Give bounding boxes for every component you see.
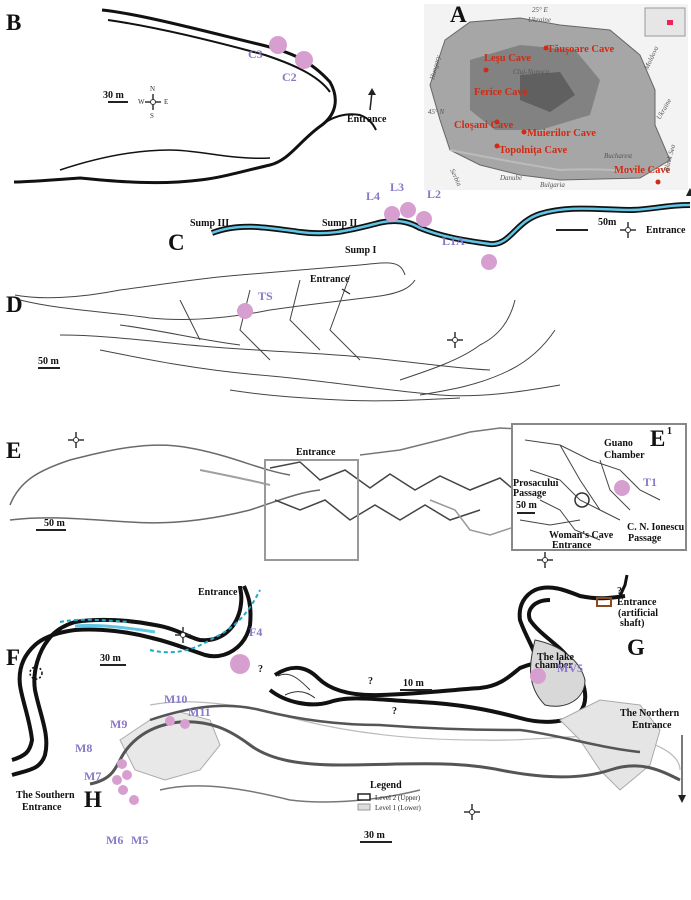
- e1-chamber: Chamber: [604, 450, 645, 461]
- panel-a-letter: A: [450, 2, 467, 27]
- e1-guano: Guano: [604, 438, 633, 449]
- cave-muierilor: Muierilor Cave: [527, 128, 596, 139]
- compass-s: S: [150, 112, 154, 120]
- site-m7: M7: [84, 769, 101, 783]
- scale-c: 50m: [598, 217, 617, 228]
- panel-d: D TS 50 m Entrance: [6, 262, 561, 402]
- compass-e: E: [164, 98, 168, 106]
- entrance-e: Entrance: [296, 447, 336, 458]
- panel-a: A Ferice Cave Leşu Cave Tăuşoare Cave Cl…: [424, 2, 688, 190]
- entrance-c: Entrance: [646, 225, 686, 236]
- panel-d-letter: D: [6, 292, 23, 317]
- legend-h: Legend Level 2 (Upper) Level 1 (Lower): [357, 780, 422, 812]
- north-entrance-2: Entrance: [632, 720, 672, 731]
- panel-c-letter: C: [168, 230, 185, 255]
- panel-f: F F4 30 m Entrance: [6, 585, 262, 777]
- legend-title: Legend: [370, 780, 402, 791]
- panel-h: H M8 M9 M10 M11 M7 M6 M5 The Southern En…: [16, 692, 686, 847]
- south-entrance-2: Entrance: [22, 802, 62, 813]
- scale-b: 30 m: [103, 90, 125, 101]
- site-l1a: L1A: [442, 234, 465, 248]
- sump-ii: Sump II: [322, 218, 357, 229]
- site-c3: C3: [248, 47, 263, 61]
- site-f4: F4: [249, 625, 262, 639]
- place-danube: Danube: [499, 174, 522, 182]
- site-c2: C2: [282, 70, 297, 84]
- site-m11: M11: [188, 705, 211, 719]
- e1-ionescu: C. N. Ionescu: [627, 522, 685, 533]
- e1-womans-cave: Woman's Cave: [549, 530, 614, 541]
- scale-e1: 50 m: [516, 500, 538, 511]
- panel-e1-letter: E: [650, 426, 665, 451]
- scale-d: 50 m: [38, 356, 60, 367]
- site-m10: M10: [164, 692, 187, 706]
- question-g-4: ?: [617, 586, 622, 597]
- site-l4: L4: [366, 189, 380, 203]
- scale-f: 30 m: [100, 653, 122, 664]
- coord-25e: 25° E: [532, 6, 549, 14]
- entrance-g-note: (artificial: [618, 608, 658, 619]
- panel-e-letter: E: [6, 438, 21, 463]
- site-mv5: MV5: [557, 661, 583, 675]
- question-g-1: ?: [258, 664, 263, 675]
- e1-entrance: Entrance: [552, 540, 592, 551]
- entrance-g: Entrance: [617, 597, 657, 608]
- site-l3: L3: [390, 180, 404, 194]
- site-m6: M6: [106, 833, 123, 847]
- compass-w: W: [138, 98, 145, 106]
- panel-b: B C3 C2 30 m Entrance: [6, 8, 387, 185]
- e1-prosacului: Prosacului: [513, 478, 559, 489]
- site-t1: T1: [643, 475, 657, 489]
- question-g-3: ?: [392, 706, 397, 717]
- cave-ferice: Ferice Cave: [474, 87, 528, 98]
- site-m8: M8: [75, 741, 92, 755]
- legend-level-1: Level 1 (Lower): [375, 804, 422, 812]
- site-m9: M9: [110, 717, 127, 731]
- cave-tausoare: Tăuşoare Cave: [547, 44, 615, 55]
- sump-iii: Sump III: [190, 218, 229, 229]
- panel-e1-inset: E 1 T1 Guano Chamber Prosacului Passage …: [511, 423, 687, 551]
- entrance-f: Entrance: [198, 587, 238, 598]
- panel-g: G Entrance (artificial shaft) The lake c…: [258, 551, 658, 724]
- place-bucharest: Bucharest: [604, 152, 633, 160]
- scale-e: 50 m: [44, 518, 66, 529]
- site-m5: M5: [131, 833, 148, 847]
- scale-g: 10 m: [403, 678, 425, 689]
- cave-topolnita: Topolniţa Cave: [499, 145, 568, 156]
- entrance-b: Entrance: [347, 114, 387, 125]
- country-bulgaria: Bulgaria: [540, 181, 565, 189]
- north-entrance-1: The Northern: [620, 708, 680, 719]
- place-cluj: Cluj-Napoca: [513, 68, 550, 76]
- legend-level-2: Level 2 (Upper): [375, 794, 421, 802]
- site-ts: TS: [258, 289, 273, 303]
- panel-e1-sup: 1: [667, 426, 672, 437]
- cave-lesu: Leşu Cave: [484, 53, 531, 64]
- question-g-2: ?: [368, 676, 373, 687]
- e1-passage-1: Passage: [513, 488, 547, 499]
- e1-passage-2: Passage: [628, 533, 662, 544]
- sump-i: Sump I: [345, 245, 377, 256]
- chamber-g-1: The lake: [537, 652, 575, 663]
- entrance-d: Entrance: [310, 274, 350, 285]
- chamber-g-2: chamber: [535, 660, 573, 671]
- panel-g-letter: G: [627, 635, 645, 660]
- south-entrance-1: The Southern: [16, 790, 75, 801]
- panel-h-letter: H: [84, 787, 102, 812]
- country-ukraine-north: Ukraine: [528, 16, 551, 24]
- compass-labels: N S E W: [138, 85, 168, 120]
- site-l2: L2: [427, 187, 441, 201]
- panel-f-letter: F: [6, 645, 20, 670]
- coord-45n: 45° N: [428, 108, 445, 116]
- panel-c: C L4 L3 L2 L1A Sump III Sump II Sump I 5…: [168, 180, 691, 270]
- panel-b-letter: B: [6, 10, 21, 35]
- cave-closani: Cloşani Cave: [454, 120, 514, 131]
- cave-movile: Movile Cave: [614, 165, 671, 176]
- panel-e: E Entrance 50 m: [6, 427, 571, 561]
- compass-n: N: [150, 85, 155, 93]
- entrance-g-note2: shaft): [620, 618, 644, 629]
- scale-h: 30 m: [364, 830, 386, 841]
